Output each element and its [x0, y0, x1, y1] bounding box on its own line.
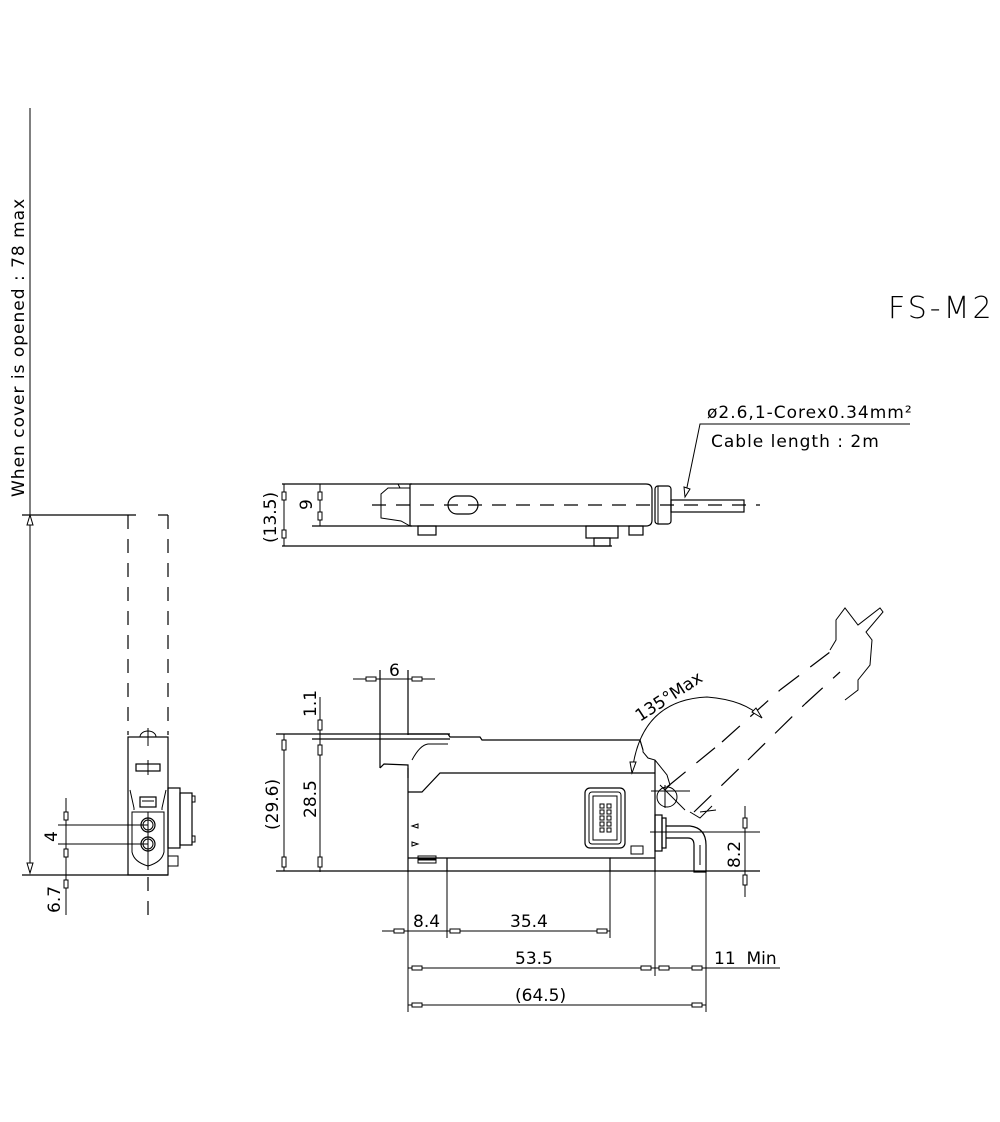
- dim-bottom-offset: 6.7: [45, 886, 65, 913]
- dim-cover-width: 6: [389, 661, 400, 681]
- cable-leader-line: [684, 423, 910, 498]
- angle-label: 135°Max: [632, 668, 707, 726]
- dim-cable-clearance: 11 Min: [714, 949, 777, 969]
- dim-side-body-height: 28.5: [301, 780, 321, 818]
- dim-hole-pitch: 4: [42, 831, 62, 842]
- top-view: (13.5) 9 ø2.6,1-Corex0.34mm² Cable lengt…: [261, 403, 913, 547]
- dim-overall-length: (64.5): [515, 986, 566, 1006]
- cable-spec: ø2.6,1-Corex0.34mm²: [707, 403, 913, 423]
- dim-cover-thickness: 1.1: [301, 690, 321, 717]
- dim-top-body-height: 9: [297, 499, 317, 510]
- connector-window: [584, 787, 626, 849]
- dim-side-overall-height: (29.6): [263, 779, 283, 830]
- angle-arc: [631, 696, 763, 774]
- dim-connector-height: 8.2: [725, 841, 745, 868]
- model-label: FS-M2: [888, 291, 995, 326]
- end-view: When cover is opened : 78 max: [9, 108, 196, 915]
- side-view: 6 1.1 (29.6) 28.5: [263, 607, 884, 1012]
- dim-front-offset: 8.4: [413, 912, 440, 932]
- cover-open-note: When cover is opened : 78 max: [9, 198, 29, 497]
- dim-body-length: 53.5: [515, 949, 553, 969]
- dim-top-overall-height: (13.5): [261, 492, 281, 543]
- cable-length: Cable length : 2m: [711, 432, 880, 452]
- dim-mount-width: 35.4: [510, 912, 548, 932]
